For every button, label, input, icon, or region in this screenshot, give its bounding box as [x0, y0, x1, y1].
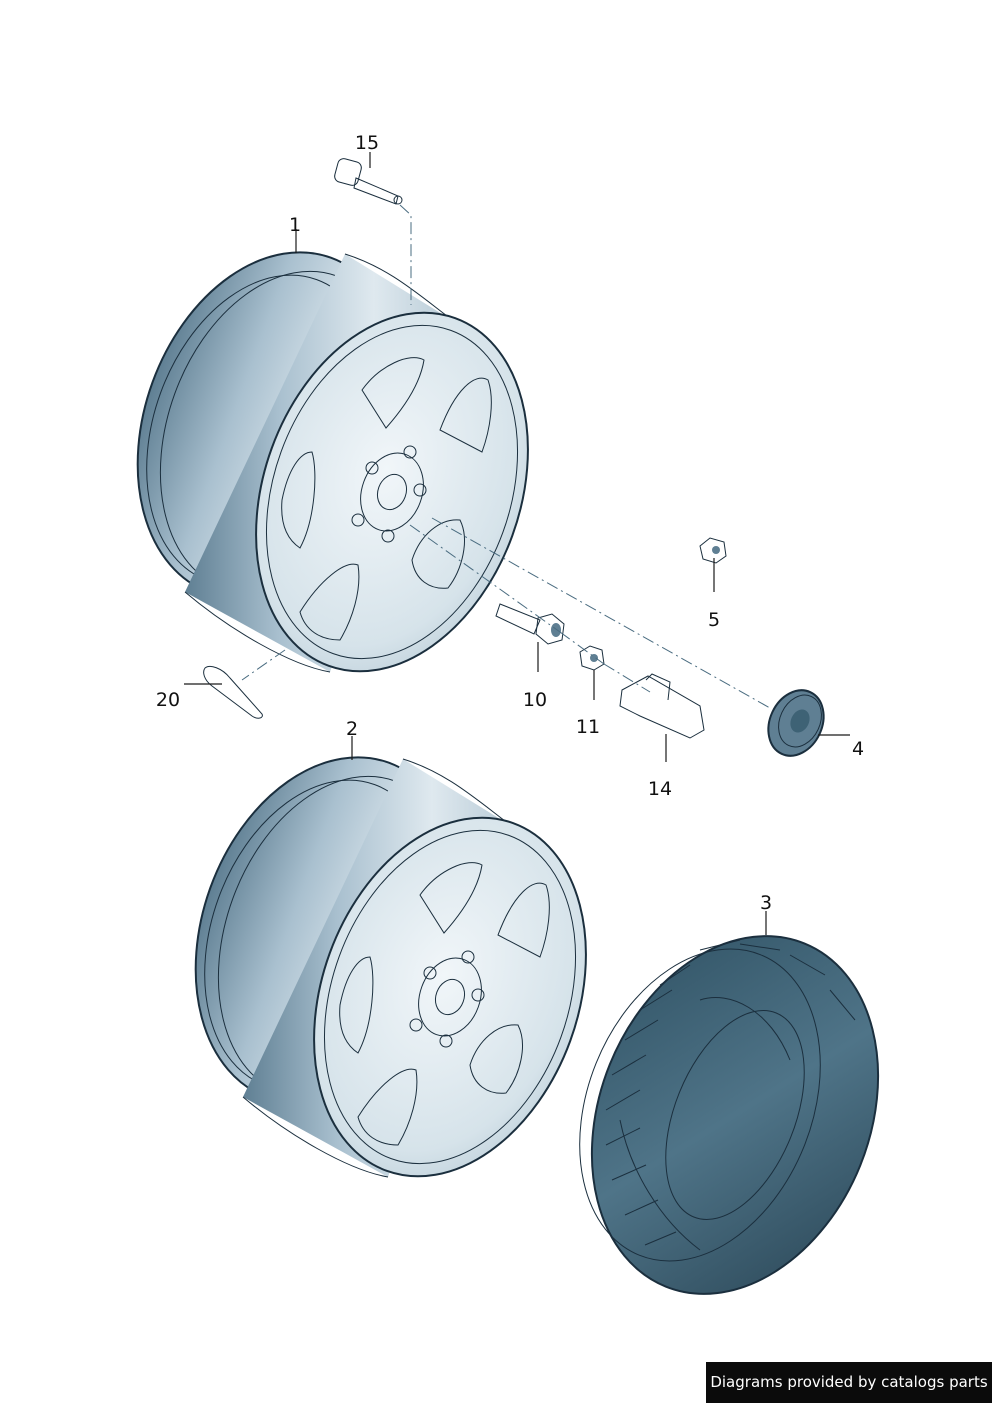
callout-11: 11	[576, 716, 600, 738]
tyre	[579, 935, 880, 1295]
callout-2: 2	[346, 718, 358, 740]
credit-banner: Diagrams provided by catalogs parts	[706, 1362, 992, 1403]
callout-3: 3	[760, 892, 772, 914]
centre-cap	[767, 689, 825, 757]
callout-1: 1	[289, 214, 301, 236]
wheel-nut	[699, 537, 727, 564]
callout-15: 15	[355, 132, 379, 154]
balance-weight	[203, 665, 263, 719]
callout-4: 4	[852, 738, 864, 760]
callout-20: 20	[156, 689, 180, 711]
callout-10: 10	[523, 689, 547, 711]
wheel-bolt	[495, 603, 565, 645]
callout-14: 14	[648, 778, 672, 800]
alloy-wheel-2	[194, 756, 587, 1178]
alloy-wheel-1	[136, 251, 529, 673]
valve-tool	[619, 673, 705, 739]
callout-5: 5	[708, 609, 720, 631]
tyre-valve	[334, 158, 403, 205]
